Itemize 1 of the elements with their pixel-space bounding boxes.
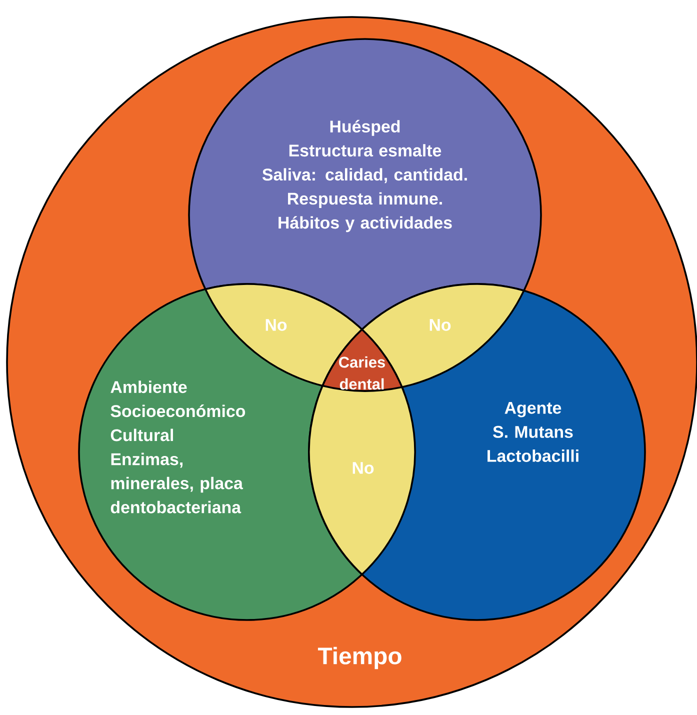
center-region: Caries dental	[322, 328, 403, 392]
